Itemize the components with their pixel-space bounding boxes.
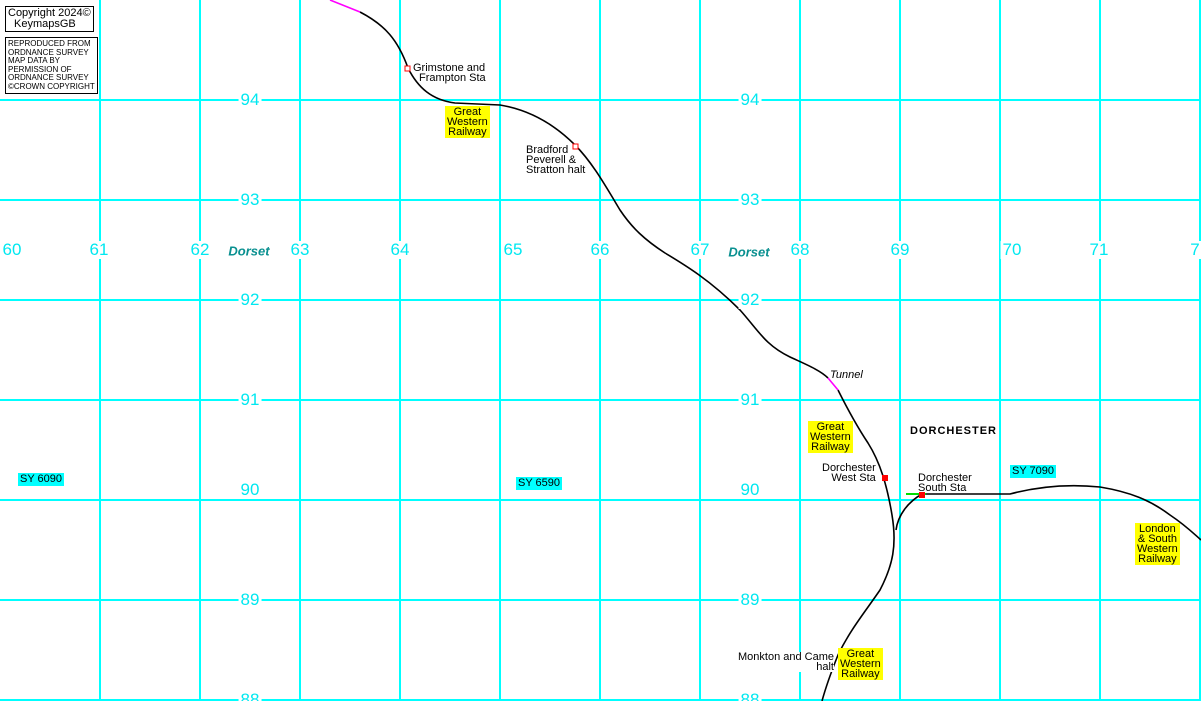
easting-label: 63 xyxy=(288,240,312,259)
station-name-line: Peverell & xyxy=(526,154,577,166)
station-name-line: Dorchester xyxy=(822,462,876,474)
easting-label: 69 xyxy=(888,240,912,259)
easting-label: 70 xyxy=(1000,240,1024,259)
station-name-line: Grimstone and xyxy=(413,62,486,74)
company-name-line: Railway xyxy=(448,126,487,138)
tunnel-label: Tunnel xyxy=(830,369,863,381)
county-label: Dorset xyxy=(728,244,770,260)
station-marker-bradford xyxy=(572,143,579,150)
station-label-dorchester-south: Dorchester South Sta xyxy=(918,472,972,494)
railway-line-main xyxy=(359,11,895,701)
grid-square-label: SY 7090 xyxy=(1010,465,1057,478)
company-name-line: Great xyxy=(453,106,482,118)
os-notice: REPRODUCED FROM ORDNANCE SURVEY MAP DATA… xyxy=(5,37,98,94)
county-label: Dorset xyxy=(228,243,270,259)
grid-square-label: SY 6090 xyxy=(18,473,65,486)
station-label-monkton: Monkton and Came halt xyxy=(738,651,834,673)
easting-label: 7 xyxy=(1188,240,1201,259)
railway-company-label: Great Western Railway xyxy=(808,421,853,453)
northing-label: 88 xyxy=(238,691,262,701)
station-name-line: West Sta xyxy=(831,472,876,484)
company-name-line: Western xyxy=(1137,543,1178,555)
os-notice-line: PERMISSION OF xyxy=(8,64,72,74)
company-name-line: Railway xyxy=(1138,553,1177,565)
company-name-line: Western xyxy=(810,431,851,443)
northing-label: 89 xyxy=(738,590,762,609)
easting-label: 64 xyxy=(388,240,412,259)
easting-label: 61 xyxy=(87,240,111,259)
copyright-box: Copyright 2024© KeymapsGB xyxy=(5,6,94,32)
company-name-line: London xyxy=(1139,523,1176,535)
northing-label: 92 xyxy=(738,290,762,309)
station-name-line: halt xyxy=(816,661,834,673)
northing-label: 90 xyxy=(738,480,762,499)
railway-company-label: Great Western Railway xyxy=(838,648,883,680)
easting-label: 60 xyxy=(0,240,24,259)
northing-label: 93 xyxy=(238,190,262,209)
northing-label: 93 xyxy=(738,190,762,209)
station-name-line: Dorchester xyxy=(918,472,972,484)
os-notice-line: REPRODUCED FROM xyxy=(8,39,91,48)
easting-label: 65 xyxy=(501,240,525,259)
easting-label: 67 xyxy=(688,240,712,259)
station-name-line: Bradford xyxy=(526,144,569,156)
company-name-line: Railway xyxy=(811,441,850,453)
station-name-line: South Sta xyxy=(918,482,967,494)
os-notice-line: ORDNANCE SURVEY xyxy=(8,73,89,82)
station-label-grimstone: Grimstone and Frampton Sta xyxy=(413,62,486,84)
northing-label: 94 xyxy=(738,90,762,109)
northing-label: 88 xyxy=(738,691,762,701)
easting-label: 68 xyxy=(788,240,812,259)
northing-label: 91 xyxy=(738,390,762,409)
easting-label: 71 xyxy=(1087,240,1111,259)
northing-label: 94 xyxy=(238,90,262,109)
northing-label: 90 xyxy=(238,480,262,499)
town-label: DORCHESTER xyxy=(910,425,998,437)
northing-label: 92 xyxy=(238,290,262,309)
easting-label: 66 xyxy=(588,240,612,259)
company-name-line: Railway xyxy=(841,668,880,680)
railway-company-label: Great Western Railway xyxy=(445,106,490,138)
railway-company-label: London & South Western Railway xyxy=(1135,523,1180,565)
tunnel-segment xyxy=(329,0,839,391)
station-label-bradford: Bradford Peverell & Stratton halt xyxy=(526,144,586,176)
company-name-line: Western xyxy=(840,658,881,670)
station-marker-grimstone xyxy=(404,65,411,72)
copyright-text: Copyright 2024© xyxy=(8,7,91,19)
station-marker-dorchester-west xyxy=(882,475,888,481)
company-name-line: & South xyxy=(1137,533,1177,545)
easting-label: 62 xyxy=(188,240,212,259)
railway-line-lswr xyxy=(895,484,1201,541)
company-name-line: Great xyxy=(846,648,875,660)
os-notice-line: ©CROWN COPYRIGHT xyxy=(8,81,95,91)
station-name-line: Stratton halt xyxy=(526,164,586,176)
copyright-owner: KeymapsGB xyxy=(14,18,76,30)
station-name-line: Monkton and Came xyxy=(738,651,834,663)
os-notice-line: ORDNANCE SURVEY xyxy=(8,47,89,57)
os-notice-line: MAP DATA BY xyxy=(8,56,61,65)
station-label-dorchester-west: Dorchester West Sta xyxy=(822,462,876,484)
station-name-line: Frampton Sta xyxy=(419,72,486,84)
grid-square-label: SY 6590 xyxy=(516,477,563,490)
northing-label: 91 xyxy=(238,390,262,409)
company-name-line: Great xyxy=(816,421,845,433)
company-name-line: Western xyxy=(447,116,488,128)
station-marker-dorchester-south xyxy=(919,492,925,498)
northing-label: 89 xyxy=(238,590,262,609)
